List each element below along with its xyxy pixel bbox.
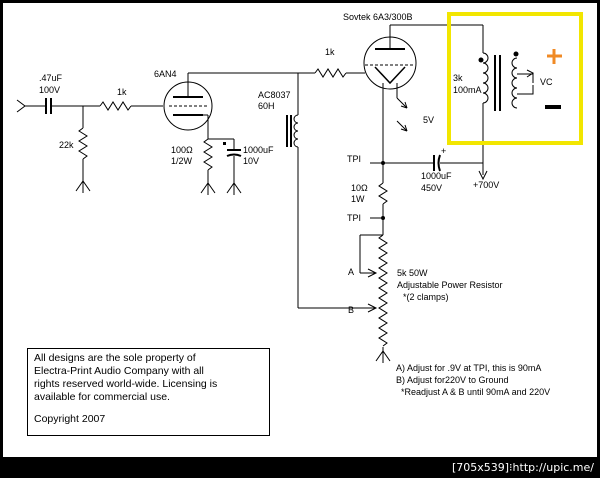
input-cap-label: .47uF <box>39 73 63 83</box>
choke-winding <box>293 114 299 148</box>
notice-line: available for commercial use. <box>34 391 170 403</box>
grid-stopper-label: 1k <box>325 47 335 57</box>
bypass-cap-label: 1000uF <box>421 171 452 181</box>
wiper-b-label: B <box>348 305 355 315</box>
notice-line: All designs are the sole property of <box>34 352 196 364</box>
plus-mark <box>547 49 562 64</box>
cathode-cap-voltage-label: 10V <box>243 156 260 166</box>
output-transformer-primary <box>482 52 489 104</box>
input-cap-voltage-label: 100V <box>39 85 61 95</box>
ground-symbol <box>75 180 91 193</box>
cathode-resistor-label: 100Ω <box>171 145 193 155</box>
minus-mark <box>545 105 561 109</box>
choke-inductance-label: 60H <box>258 101 275 111</box>
adjustable-power-resistor <box>378 234 388 347</box>
transformer-impedance-label: 3k <box>453 73 463 83</box>
wiper-a-label: A <box>348 267 355 277</box>
grid-resistor-label: 22k <box>59 140 74 150</box>
sense-resistor-power-label: 1W <box>351 194 365 204</box>
supply-voltage-label: +700V <box>473 180 500 190</box>
driver-tube-label: 6AN4 <box>154 69 177 79</box>
notice-line: rights reserved world-wide. Licensing is <box>34 378 218 390</box>
cathode-cap-label: 1000uF <box>243 145 274 155</box>
schematic-drawing <box>16 12 583 363</box>
cathode-resistor-power-label: 1/2W <box>171 156 193 166</box>
filament-voltage-label: 5V <box>423 115 435 125</box>
adjust-note-b: B) Adjust for220V to Ground <box>396 375 509 385</box>
sense-resistor-label: 10Ω <box>351 183 368 193</box>
cathode-cap-plus-mark <box>223 142 226 145</box>
adjust-note-c: *Readjust A & B until 90mA and 220V <box>401 387 551 397</box>
grid-stopper-1k <box>314 68 347 78</box>
sense-resistor-10ohm <box>378 182 388 205</box>
image-caption: [705x539]⁝http://upic.me/ <box>451 461 594 474</box>
transformer-current-label: 100mA <box>453 85 482 95</box>
licensing-notice: All designs are the sole property of Ele… <box>27 348 270 436</box>
pot-description-label: Adjustable Power Resistor <box>397 280 503 290</box>
bypass-cap-plus-label: + <box>441 146 447 156</box>
choke-model-label: AC8037 <box>258 90 291 100</box>
bypass-cap-voltage-label: 450V <box>421 183 443 193</box>
input-resistor-1k <box>99 101 132 111</box>
copyright-line: Copyright 2007 <box>34 413 106 425</box>
grid-resistor-22k <box>78 127 88 160</box>
testpoint-2-label: TPI <box>347 213 362 223</box>
speaker-label: VC <box>540 77 553 87</box>
primary-dot <box>478 57 484 63</box>
cathode-resistor-100ohm <box>203 138 213 171</box>
input-jack-symbol <box>16 99 26 113</box>
schematic-sheet: Sovtek 6A3/300B 6AN4 .47uF 100V 1k 22k 1… <box>3 3 597 457</box>
pot-value-label: 5k 50W <box>397 268 428 278</box>
highlight-box <box>447 12 583 145</box>
testpoint-1-label: TPI <box>347 154 362 164</box>
notice-line: Electra-Print Audio Company with all <box>34 365 204 377</box>
input-resistor-label: 1k <box>117 87 127 97</box>
power-tube-label: Sovtek 6A3/300B <box>343 12 413 22</box>
pot-clamps-label: *(2 clamps) <box>403 292 449 302</box>
adjust-note-a: A) Adjust for .9V at TPI, this is 90mA <box>396 363 542 373</box>
secondary-dot <box>513 51 519 57</box>
output-transformer-secondary <box>511 57 518 109</box>
